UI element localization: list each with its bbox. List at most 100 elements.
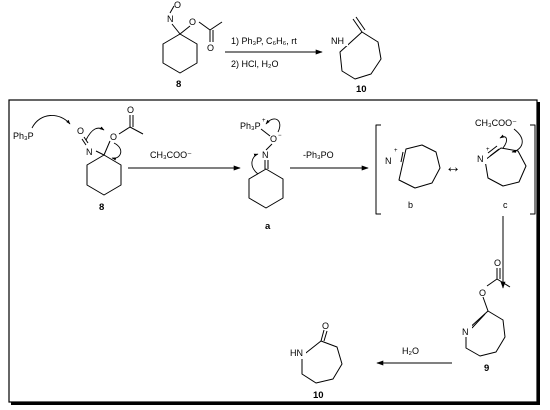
atom-o-carbonyl: O <box>207 43 214 53</box>
top-reactant-8: N O O O 8 <box>162 0 223 90</box>
bond-o-c <box>486 278 498 287</box>
reagent-minus-ph3po: -Ph₃PO <box>303 150 334 160</box>
atom-o-carbonyl: O <box>494 258 501 268</box>
azepine-ring <box>398 144 441 189</box>
bond-triple-2 <box>487 145 498 154</box>
atom-n: N <box>86 147 93 157</box>
label-compound-8-top: 8 <box>176 79 181 90</box>
atom-o-nitroso: O <box>77 126 84 136</box>
atom-o-carbonyl: O <box>127 105 134 115</box>
bond-cn-double <box>471 313 486 329</box>
atom-o-ester: O <box>189 17 196 27</box>
mech-arrow-1: CH₃COO⁻ <box>128 150 241 171</box>
bond-cn-double <box>400 151 404 163</box>
nh-mask <box>289 347 306 359</box>
bond-o-c <box>198 21 211 31</box>
curly-arrow-leaving <box>111 142 122 161</box>
bond-o-c <box>118 126 131 135</box>
curly-arrow-n <box>85 126 105 141</box>
conditions-step-1: 1) Ph₃P, C₆H₆, rt <box>231 36 297 46</box>
bond-c-o <box>482 296 489 312</box>
bond-methyl <box>496 278 511 288</box>
cyclohexane-ring <box>248 168 284 209</box>
mech-arrow-2: -Ph₃PO <box>290 150 369 171</box>
atom-n: N <box>262 150 269 160</box>
bond-carbonyl-2 <box>323 330 328 342</box>
curly-arrow-attack <box>511 128 523 153</box>
bond-triple-1 <box>489 148 500 157</box>
mechanism-box <box>8 99 538 403</box>
exo-double-bond-1 <box>352 18 363 33</box>
bracket-right <box>530 124 536 215</box>
mech-intermediate-b: N + b <box>382 144 441 210</box>
n-mask <box>460 325 472 337</box>
atom-n: N <box>167 14 174 24</box>
mech-intermediate-a: Ph₃P + O − N a <box>240 118 284 232</box>
bond-n-o <box>169 5 175 14</box>
reagent-ph3p: Ph₃P <box>13 131 34 141</box>
atom-n: N <box>477 154 484 164</box>
mechanism-box-shadow <box>11 102 540 405</box>
atom-o-ester: O <box>110 132 117 142</box>
top-product-10: NH 10 <box>330 16 382 95</box>
bond-n-o-2 <box>81 138 87 146</box>
bond-p-o <box>260 128 271 137</box>
mech-compound-9: O O N 9 <box>460 258 511 374</box>
cyclohexane-ring <box>162 33 198 74</box>
mech-arrow-hydrolysis: H₂O <box>376 346 452 366</box>
azepine-ring <box>484 147 527 187</box>
atom-o: O <box>322 321 329 331</box>
top-reaction-arrow: 1) Ph₃P, C₆H₆, rt 2) HCl, H₂O <box>225 36 323 69</box>
curly-arrow-ring <box>251 153 259 175</box>
bond-methyl <box>209 21 223 31</box>
resonance-arrow: ↔ <box>445 159 461 176</box>
bracket-b-c <box>375 124 536 215</box>
bond-methyl <box>129 126 144 135</box>
bond-c-o <box>179 25 191 35</box>
atom-nh: NH <box>331 36 344 46</box>
atom-hn: HN <box>290 348 303 358</box>
n-charge: + <box>486 147 490 153</box>
atom-o: O <box>270 134 277 144</box>
phosphonium-ph3p: Ph₃P <box>240 121 261 131</box>
mech-compound-8: Ph₃P O N O O 8 <box>13 105 144 213</box>
bond-c-n <box>171 23 181 35</box>
bond-c-o <box>103 140 111 156</box>
label-intermediate-b: b <box>408 200 413 210</box>
azepane-ring <box>301 340 343 384</box>
bond-carbonyl-1 <box>320 329 325 342</box>
label-compound-8-mech: 8 <box>99 202 104 213</box>
label-compound-10-mech: 10 <box>313 390 324 401</box>
curly-arrow-pi <box>499 134 507 149</box>
label-compound-9: 9 <box>484 363 489 374</box>
reagent-water: H₂O <box>402 346 419 356</box>
mech-intermediate-c: CH₃COO⁻ N + c <box>475 118 527 210</box>
atom-n: N <box>385 156 392 166</box>
nh-mask <box>330 35 348 46</box>
n-mask <box>382 154 394 166</box>
bond-o-n <box>265 143 273 151</box>
curly-arrow-p-attack <box>31 115 71 129</box>
label-intermediate-a: a <box>265 221 271 232</box>
conditions-step-2: 2) HCl, H₂O <box>231 59 279 69</box>
cyclohexane-ring <box>86 154 122 196</box>
mech-product-10: O HN 10 <box>289 321 343 401</box>
bracket-left <box>375 124 381 215</box>
reagent-acetate-1: CH₃COO⁻ <box>150 150 192 160</box>
n-charge: + <box>394 148 398 154</box>
p-charge: + <box>262 118 266 124</box>
label-compound-10-top: 10 <box>356 84 367 95</box>
label-intermediate-c: c <box>503 200 508 210</box>
bond-c-n <box>95 150 105 156</box>
azepane-ring <box>339 31 382 80</box>
o-charge: − <box>278 133 282 139</box>
atom-o-nitroso: O <box>174 0 181 10</box>
exo-double-bond-2 <box>355 16 366 31</box>
curly-arrow-o-p <box>265 118 281 133</box>
atom-o-ester: O <box>479 288 486 298</box>
n-mask <box>475 152 487 164</box>
atom-n: N <box>462 327 469 337</box>
nucleophile-acetate: CH₃COO⁻ <box>475 118 517 128</box>
